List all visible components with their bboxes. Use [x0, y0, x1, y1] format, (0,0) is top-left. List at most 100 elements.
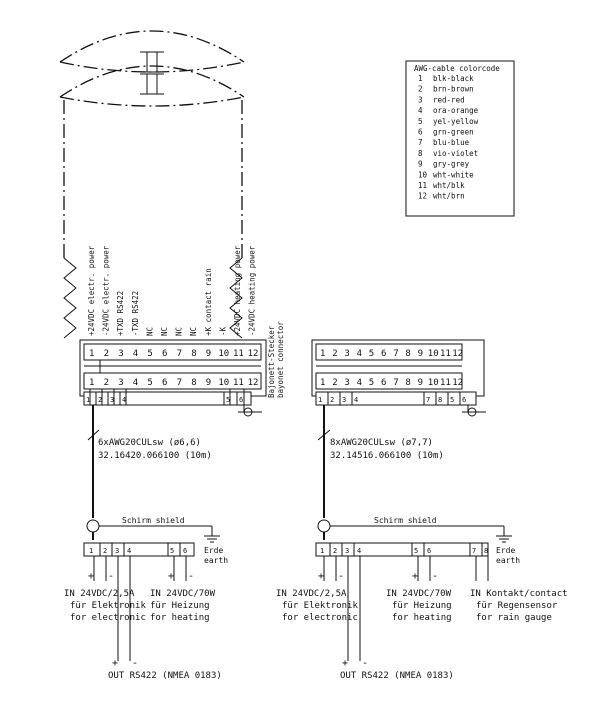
wire-num: 7: [472, 547, 476, 555]
pin-number: 6: [381, 349, 386, 359]
pin-function-label: NC: [145, 327, 154, 336]
wire-num: 1: [318, 396, 322, 404]
wire-num: 3: [115, 547, 119, 555]
in-power-line: for electronic: [282, 613, 358, 623]
in-rain-line: for rain gauge: [476, 613, 552, 623]
legend-title: AWG-cable colorcode: [414, 64, 500, 73]
pin-number: 2: [332, 349, 337, 359]
wire-num: 4: [354, 396, 358, 404]
minus-sign: -: [188, 571, 194, 582]
pin-function-label: +24VDC heating power: [233, 245, 242, 336]
minus-sign: -: [338, 571, 344, 582]
in-power-line: IN 24VDC/2,5A: [276, 589, 347, 599]
pin-number: 10: [428, 378, 439, 388]
plus-sign: +: [168, 571, 174, 582]
legend-number: 2: [418, 85, 423, 94]
sensor-housing: [59, 30, 245, 339]
pin-number: 11: [440, 349, 451, 359]
pin-number: 4: [133, 349, 138, 359]
pin-number: 2: [104, 349, 109, 359]
cable-part: 32.14516.066100 (10m): [330, 451, 444, 461]
pin-function-label: -24VDC electr. power: [102, 245, 111, 336]
pin-number: 4: [133, 378, 138, 388]
pin-number: 6: [162, 378, 167, 388]
legend-color-name: gry-grey: [433, 160, 470, 169]
pin-function-label: +24VDC electr. power: [87, 245, 96, 336]
pin-number: 7: [177, 378, 182, 388]
pin-number: 5: [147, 349, 152, 359]
pin-number: 7: [177, 349, 182, 359]
pin-function-label: -24VDC heating power: [248, 245, 257, 336]
plus-sign: +: [112, 658, 118, 669]
legend-color-name: wht/brn: [433, 192, 465, 201]
pin-number: 11: [233, 349, 244, 359]
cable-part: 32.16420.066100 (10m): [98, 451, 212, 461]
pin-number: 7: [393, 349, 398, 359]
legend-number: 5: [418, 117, 423, 126]
earth-label-de: Erde: [496, 546, 515, 555]
in-heating-line: für Heizung: [150, 601, 210, 611]
pin-number: 2: [104, 378, 109, 388]
in-heating-line: for heating: [392, 613, 452, 623]
pin-number: 12: [248, 378, 259, 388]
minus-sign: -: [132, 658, 138, 669]
minus-sign: -: [432, 571, 438, 582]
legend-number: 4: [418, 106, 423, 115]
pin-function-label: +TXD RS422: [116, 291, 125, 336]
pin-number: 11: [440, 378, 451, 388]
earth-label-de: Erde: [204, 546, 223, 555]
wire-num: 1: [320, 547, 324, 555]
pin-number: 8: [405, 349, 410, 359]
wire-num: 3: [345, 547, 349, 555]
wire-num: 2: [330, 396, 334, 404]
pin-number: 3: [344, 378, 349, 388]
out-rs422-label: OUT RS422 (NMEA 0183): [108, 671, 222, 681]
connector-label-de: Bajonett-Stecker: [267, 325, 276, 398]
pin-number: 9: [206, 349, 211, 359]
pin-number: 9: [206, 378, 211, 388]
pin-number: 3: [344, 349, 349, 359]
plus-sign: +: [88, 571, 94, 582]
wire-num: 3: [342, 396, 346, 404]
in-power-line: for electronic: [70, 613, 146, 623]
legend-color-name: brn-brown: [433, 85, 474, 94]
pin-number: 1: [89, 349, 94, 359]
pin-number: 3: [118, 349, 123, 359]
pin-number: 8: [405, 378, 410, 388]
pin-number: 1: [320, 349, 325, 359]
wire-num: 6: [183, 547, 187, 555]
minus-sign: -: [108, 571, 114, 582]
pin-number: 9: [418, 378, 423, 388]
wire-num: 3: [110, 396, 114, 404]
wire-num: 8: [484, 547, 488, 555]
in-power-line: für Elektronik: [282, 601, 358, 611]
legend-color-name: blu-blue: [433, 138, 470, 147]
earth-label-en: earth: [496, 556, 520, 565]
pin-number: 8: [191, 349, 196, 359]
wire-num: 4: [122, 396, 126, 404]
legend-color-name: yel-yellow: [433, 117, 479, 126]
legend-number: 9: [418, 160, 423, 169]
legend-number: 1: [418, 74, 423, 83]
pin-function-label: -TXD RS422: [131, 291, 140, 336]
cable-spec: 6xAWG20CULsw (ø6,6): [98, 438, 201, 448]
pin-function-label: -K: [218, 326, 227, 336]
wire-num: 4: [127, 547, 131, 555]
pin-number: 5: [147, 378, 152, 388]
shield-label: Schirm shield: [374, 516, 437, 525]
wire-num: 7: [426, 396, 430, 404]
legend-color-name: red-red: [433, 95, 465, 104]
out-rs422-label: OUT RS422 (NMEA 0183): [340, 671, 454, 681]
wire-num: 6: [239, 396, 243, 404]
pin-function-label: NC: [160, 327, 169, 336]
legend-color-name: vio-violet: [433, 149, 478, 158]
legend-number: 7: [418, 138, 423, 147]
in-rain-line: IN Kontakt/contact: [470, 589, 568, 599]
legend-color-name: ora-orange: [433, 106, 479, 115]
pin-number: 5: [369, 378, 374, 388]
in-power-line: IN 24VDC/2,5A: [64, 589, 135, 599]
legend-color-name: grn-green: [433, 128, 474, 137]
